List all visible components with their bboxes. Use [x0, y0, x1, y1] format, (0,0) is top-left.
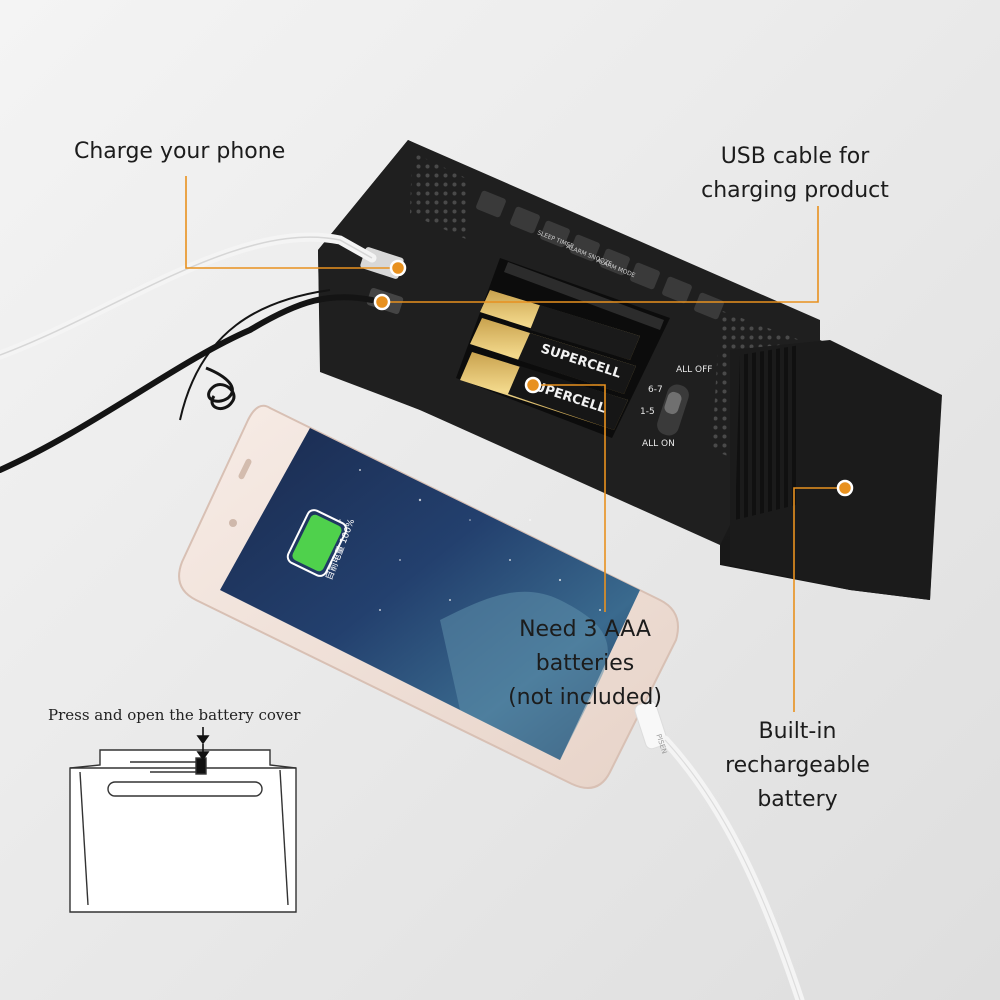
button-4[interactable] — [569, 234, 601, 262]
callout-usb-cable-line-2: charging product — [701, 178, 889, 203]
control-buttons: SLEEP TIMER ALARM SNOOZE ALARM MODE — [475, 190, 725, 320]
mode-switch[interactable]: ALL OFF 6-7 1-5 ALL ON — [640, 365, 712, 449]
switch-label-1-5: 1-5 — [640, 407, 655, 417]
battery-indicator-outline — [286, 509, 348, 577]
callout-aaa-line-1: Need 3 AAA — [519, 617, 651, 642]
lightning-cable-edge — [664, 739, 801, 1000]
button-1[interactable] — [475, 190, 507, 218]
speaker-grille-left — [410, 152, 470, 240]
leader-aaa-batteries — [533, 384, 606, 612]
dot-charge-phone — [389, 259, 407, 277]
battery-cover-diagram — [69, 749, 297, 913]
button-6[interactable] — [629, 262, 661, 290]
callout-charge-phone-text: Charge your phone — [74, 139, 286, 164]
compartment-lip — [504, 262, 664, 330]
dot-usb-cable — [373, 293, 391, 311]
earpiece-speaker — [238, 458, 252, 480]
aaa-battery-1 — [480, 290, 640, 360]
white-phone-cable-edge — [0, 236, 373, 356]
smartphone — [178, 404, 679, 789]
cable-tie-coil — [205, 366, 236, 411]
arrow-2-head — [196, 751, 210, 761]
screen-cloud — [440, 591, 608, 760]
battery-cooling-fins — [735, 345, 800, 520]
leader-builtin-battery — [793, 487, 845, 712]
callout-aaa-line-3: (not included) — [508, 685, 662, 710]
button-2[interactable] — [509, 206, 541, 234]
callout-builtin-line-2: rechargeable — [725, 753, 870, 778]
front-camera — [229, 519, 237, 527]
cover-side-flap — [279, 769, 289, 906]
clock-device: SLEEP TIMER ALARM SNOOZE ALARM MODE SUPE… — [318, 140, 942, 600]
callout-usb-cable: USB cable for charging product — [695, 140, 895, 208]
leader-charge-phone — [185, 176, 398, 269]
callout-builtin-line-3: battery — [757, 787, 838, 812]
switch-label-all-on: ALL ON — [642, 439, 675, 449]
lightning-connector — [634, 700, 668, 750]
switch-label-6-7: 6-7 — [648, 385, 663, 395]
callout-aaa-batteries: Need 3 AAA batteries (not included) — [505, 613, 665, 715]
switch-label-all-off: ALL OFF — [676, 365, 712, 375]
cover-side-flap-left — [79, 771, 89, 906]
arrow-1-head — [196, 735, 210, 745]
battery-indicator-fill — [292, 514, 342, 572]
button-5[interactable] — [599, 248, 631, 276]
press-arrows — [196, 727, 210, 761]
button-8[interactable] — [693, 292, 725, 320]
callout-builtin-battery: Built-in rechargeable battery — [715, 715, 880, 817]
latch-tab — [195, 757, 207, 775]
cover-slot — [107, 781, 263, 797]
callout-charge-phone: Charge your phone — [74, 135, 285, 169]
battery-cover-caption: Press and open the battery cover — [48, 706, 301, 724]
black-usb-cable — [0, 294, 375, 473]
black-cable-wire — [179, 289, 331, 421]
dot-aaa-batteries — [524, 376, 542, 394]
callout-dots — [373, 259, 854, 497]
callout-aaa-line-2: batteries — [535, 651, 635, 676]
leader-usb-cable — [382, 206, 819, 303]
button-7[interactable] — [661, 276, 693, 304]
cover-outline — [69, 749, 297, 913]
callout-leaders — [185, 176, 845, 712]
callout-usb-cable-line-1: USB cable for — [720, 144, 870, 169]
dot-builtin-battery — [836, 479, 854, 497]
button-3[interactable] — [539, 220, 571, 248]
callout-builtin-line-1: Built-in — [758, 719, 837, 744]
